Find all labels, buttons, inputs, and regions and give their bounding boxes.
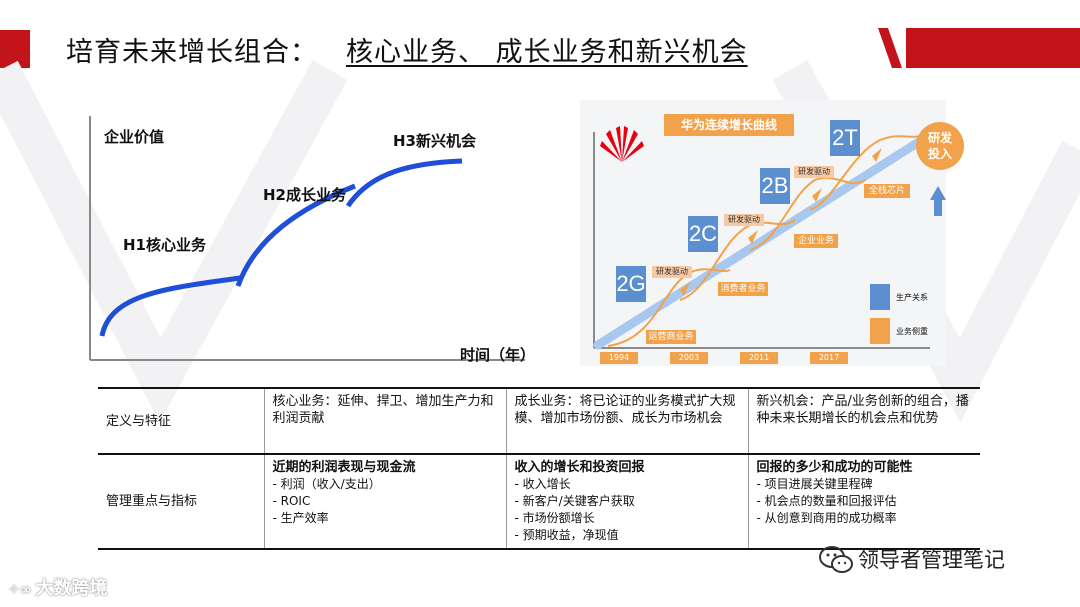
legend-swatch-relation (870, 284, 890, 310)
list-item: - ROIC (272, 494, 311, 508)
rd-invest-badge: 研发投入 (916, 122, 964, 170)
table-cell: 新兴机会：产品/业务创新的组合，播种未来长期增长的机会点和优势 (747, 388, 980, 454)
block-2c: 2C (688, 216, 718, 252)
list-item: - 新客户/关键客户获取 (514, 494, 635, 508)
header-left-bar (0, 30, 30, 68)
header-right-bar (878, 28, 1080, 68)
title-prefix: 培育未来增长组合： (66, 37, 318, 68)
h2-curve (235, 183, 356, 287)
list-item: - 预期收益，净现值 (514, 528, 619, 542)
list-item: - 生产效率 (272, 511, 329, 525)
watermark-text: ✧∞大数跨境 (8, 574, 107, 600)
table-cell: 回报的多少和成功的可能性 - 项目进展关键里程碑 - 机会点的数量和回报评估 -… (747, 454, 980, 549)
list-item: - 从创意到商用的成功概率 (756, 511, 897, 525)
h3-curve (345, 158, 463, 208)
h1-curve (99, 275, 241, 337)
table-cell: 核心业务：延伸、捍卫、增加生产力和利润贡献 (263, 388, 506, 454)
page-title: 培育未来增长组合： 核心业务、 成长业务和新兴机会 (66, 30, 748, 69)
table-cell: 近期的利润表现与现金流 - 利润（收入/支出） - ROIC - 生产效率 (263, 454, 506, 549)
segment-enterprise: 企业业务 (794, 234, 838, 248)
year-2003: 2003 (670, 352, 708, 364)
h1-label: H1核心业务 (123, 236, 206, 254)
horizon-table: 定义与特征 核心业务：延伸、捍卫、增加生产力和利润贡献 成长业务：将已论证的业务… (98, 387, 980, 550)
block-2t: 2T (830, 120, 860, 156)
huawei-logo-icon (600, 126, 644, 162)
rd-invest-text: 研发投入 (927, 131, 952, 161)
driver-label-3: 研发驱动 (794, 166, 834, 178)
cell-text: 成长业务：将已论证的业务模式扩大规模、增加市场份额、成长为市场机会 (514, 394, 736, 426)
year-2011: 2011 (740, 352, 778, 364)
segment-carrier: 运营商业务 (646, 330, 696, 344)
year-1994: 1994 (600, 352, 638, 364)
h3-label: H3新兴机会 (393, 132, 476, 150)
list-item: - 市场份额增长 (514, 511, 595, 525)
watermark-label: 大数跨境 (35, 578, 108, 599)
driver-label-2: 研发驱动 (724, 214, 764, 226)
segment-consumer: 消费者业务 (718, 282, 768, 296)
growth-curve-diagram (89, 116, 525, 361)
cell-title: 收入的增长和投资回报 (514, 460, 645, 475)
block-2g: 2G (616, 266, 646, 302)
cell-title: 回报的多少和成功的可能性 (756, 460, 913, 475)
year-2017: 2017 (810, 352, 848, 364)
table-cell: 成长业务：将已论证的业务模式扩大规模、增加市场份额、成长为市场机会 (505, 388, 748, 454)
row-header-management: 管理重点与指标 (106, 494, 198, 509)
legend-swatch-focus (870, 318, 890, 344)
cell-text: 核心业务：延伸、捍卫、增加生产力和利润贡献 (272, 394, 494, 426)
huawei-curves (593, 126, 946, 350)
huawei-panel-title: 华为连续增长曲线 (664, 114, 794, 136)
block-2b: 2B (760, 168, 790, 204)
table-row: 定义与特征 核心业务：延伸、捍卫、增加生产力和利润贡献 成长业务：将已论证的业务… (98, 388, 980, 454)
cell-title: 近期的利润表现与现金流 (272, 460, 416, 475)
segment-chip: 全栈芯片 (864, 184, 910, 198)
driver-label-1: 研发驱动 (652, 266, 692, 278)
x-axis-label: 时间（年） (460, 346, 536, 364)
list-item: - 收入增长 (514, 477, 571, 491)
wechat-icon (819, 546, 853, 573)
table-cell: 收入的增长和投资回报 - 收入增长 - 新客户/关键客户获取 - 市场份额增长 … (505, 454, 748, 549)
list-item: - 项目进展关键里程碑 (756, 477, 873, 491)
row-header-definition: 定义与特征 (106, 413, 172, 429)
list-item: - 机会点的数量和回报评估 (756, 494, 897, 508)
cell-text: 新兴机会：产品/业务创新的组合，播种未来长期增长的机会点和优势 (756, 394, 969, 426)
legend-label-relation: 生产关系 (896, 293, 928, 302)
list-item: - 利润（收入/支出） (272, 477, 381, 491)
legend-label-focus: 业务侧重 (896, 327, 928, 336)
h2-label: H2成长业务 (263, 186, 346, 204)
table-row: 管理重点与指标 近期的利润表现与现金流 - 利润（收入/支出） - ROIC -… (98, 454, 980, 549)
brand-name: 领导者管理笔记 (858, 548, 1005, 572)
y-axis-label: 企业价值 (104, 128, 165, 146)
title-underlined: 核心业务、 成长业务和新兴机会 (346, 37, 748, 68)
watermark-logo-icon: ✧∞ (8, 582, 32, 598)
